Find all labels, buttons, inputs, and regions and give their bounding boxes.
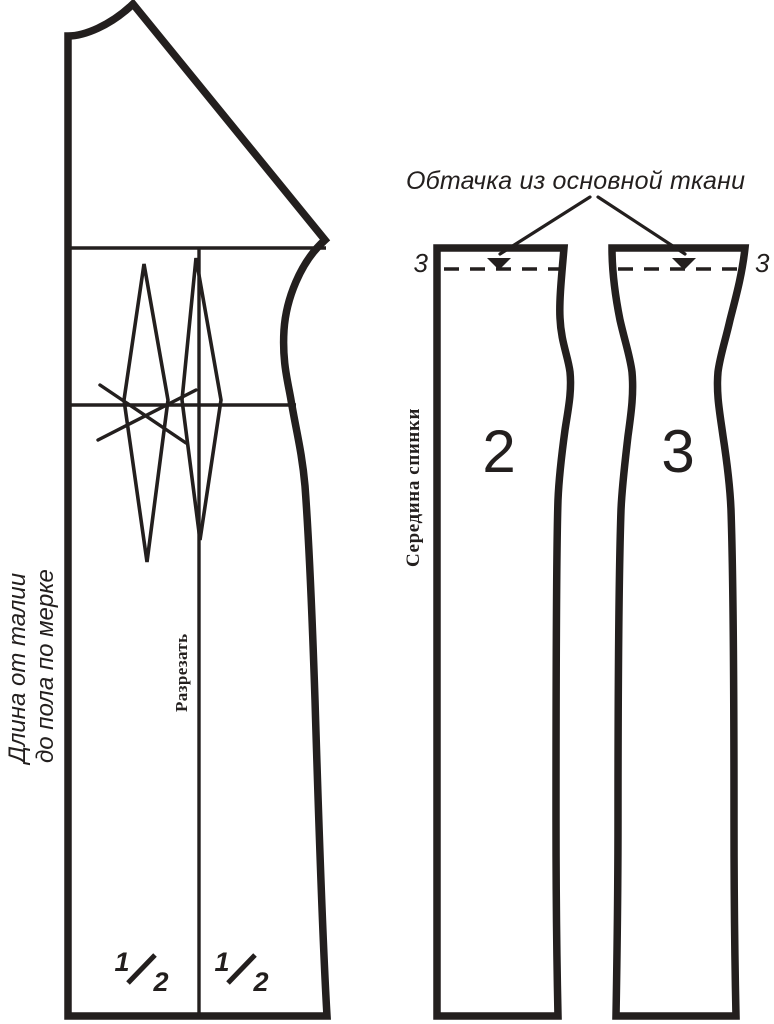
half-label-left: 1 2	[114, 947, 168, 997]
back-piece-2-edge-label: 3	[414, 248, 429, 278]
facing-title-label: Обтачка из основной ткани	[406, 167, 745, 195]
back-piece-2-facing-arrow	[487, 258, 511, 270]
back-piece-3-group: 3 3	[608, 244, 770, 1020]
back-piece-3-outline	[608, 244, 750, 1020]
front-piece-group: Разрезать 1 2 1 2 Длина от талии до пола…	[4, 0, 331, 1020]
half-label-left-numerator: 1	[114, 947, 129, 977]
center-back-label: Середина спинки	[403, 408, 424, 567]
half-label-right-denominator: 2	[252, 967, 268, 997]
front-dart-left	[122, 263, 170, 563]
title-leader-left	[498, 195, 592, 256]
title-leader-right	[596, 195, 687, 256]
half-label-right-numerator: 1	[214, 947, 229, 977]
back-piece-3-facing-arrow	[672, 258, 696, 270]
cut-label: Разрезать	[172, 633, 191, 712]
half-label-right-slash	[226, 953, 257, 985]
title-annotation-group: Обтачка из основной ткани	[406, 167, 745, 256]
back-piece-2-outline	[433, 244, 575, 1020]
length-note: Длина от талии до пола по мерке	[4, 569, 59, 766]
back-piece-2-number: 2	[482, 418, 515, 485]
back-piece-3-number: 3	[661, 418, 694, 485]
back-piece-3-edge-label: 3	[755, 248, 770, 278]
front-dart-right	[180, 257, 223, 541]
length-note-line-2: до пола по мерке	[32, 569, 59, 763]
front-piece-outline	[64, 0, 331, 1020]
front-balance-mark-b	[96, 388, 198, 442]
half-label-right: 1 2	[214, 947, 268, 997]
half-label-left-denominator: 2	[152, 967, 168, 997]
back-piece-2-group: 2 3 Середина спинки	[403, 244, 575, 1020]
length-note-line-1: Длина от талии	[4, 573, 31, 766]
half-label-left-slash	[126, 953, 157, 985]
front-balance-mark-a	[98, 383, 188, 445]
